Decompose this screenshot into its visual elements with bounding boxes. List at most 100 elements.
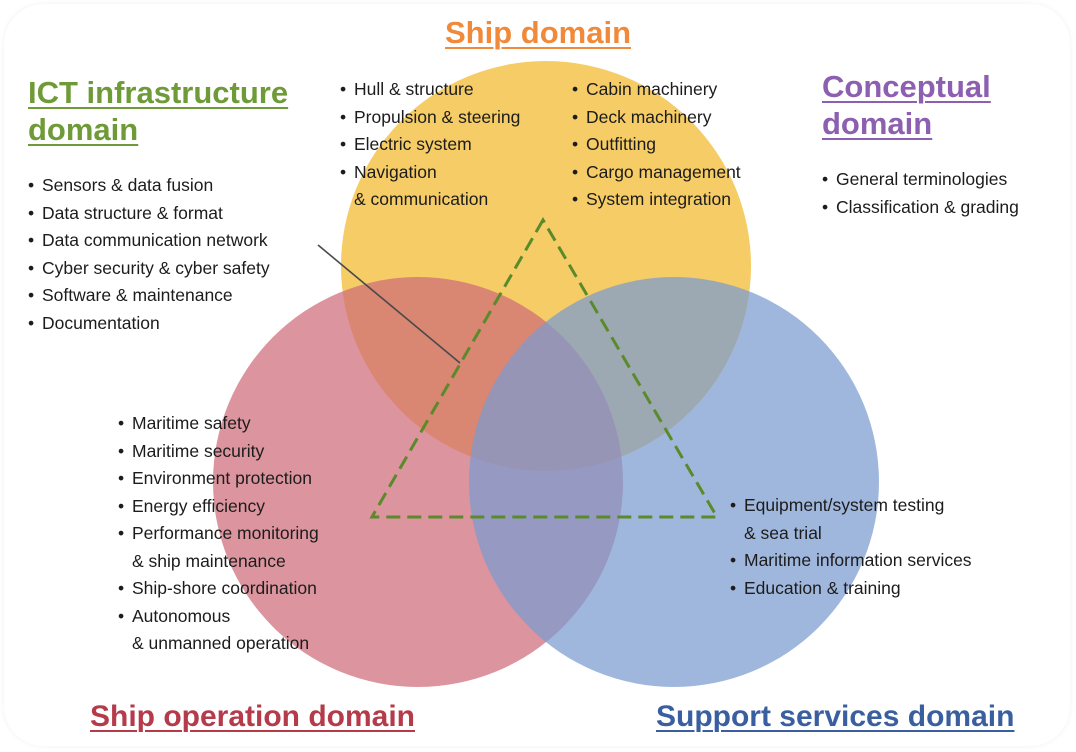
support-services-domain-title: Support services domain	[656, 700, 1015, 733]
ship-domain-title: Ship domain	[445, 15, 631, 50]
bullet-icon: •	[822, 196, 829, 217]
bullet-icon: •	[28, 312, 35, 333]
ict-domain-title-line1: ICT infrastructure	[28, 75, 289, 110]
support-services-domain-circle	[469, 277, 879, 687]
list-item-text: Environment protection	[132, 468, 312, 488]
list-item-text: Cabin machinery	[586, 79, 718, 99]
list-item: •Hull & structure	[340, 76, 520, 104]
ship-domain-items-left: •Hull & structure•Propulsion & steering•…	[340, 76, 520, 214]
bullet-icon: •	[28, 202, 35, 223]
list-item: • Environment protection	[118, 465, 319, 493]
list-item: • Equipment/system testing & sea trial	[730, 492, 972, 547]
bullet-icon: •	[118, 440, 125, 461]
list-item: • Maritime security	[118, 438, 319, 466]
bullet-icon: •	[730, 495, 737, 515]
list-item-text: Equipment/system testing	[744, 495, 945, 515]
list-item-text: Electric system	[354, 134, 472, 154]
list-item-text: Outfitting	[586, 134, 657, 154]
bullet-icon: •	[118, 578, 125, 598]
list-item-text: Cargo management	[586, 161, 741, 182]
list-item: • General terminologies	[822, 166, 1019, 194]
bullet-icon: •	[118, 468, 125, 488]
ship-domain-items-right: • Cabin machinery • Deck machinery • Outfitti…	[572, 76, 741, 214]
list-item-text: Autonomous	[132, 605, 231, 626]
bullet-icon: •	[340, 161, 347, 182]
list-item: • Classification & grading	[822, 194, 1019, 222]
support-domain-items: • Equipment/system testing & sea trial • Mar…	[730, 492, 972, 602]
list-item: • Deck machinery	[572, 104, 741, 132]
list-item-text-continuation: & sea trial	[744, 522, 822, 543]
ict-domain-items-block: •Sensors & data fusion•Data structure & …	[28, 172, 270, 337]
list-item-text: Navigation	[354, 161, 437, 182]
list-item: • Cabin machinery	[572, 76, 741, 104]
bullet-icon: •	[340, 106, 347, 127]
list-item-text: Classification & grading	[836, 196, 1019, 217]
list-item: • Autonomous & unmanned operation	[118, 603, 319, 658]
bullet-icon: •	[572, 189, 579, 209]
list-item-text: Energy efficiency	[132, 495, 265, 516]
list-item: • System integration	[572, 186, 741, 214]
list-item-text: Data structure & format	[42, 202, 223, 223]
list-item: • Ship-shore coordination	[118, 575, 319, 603]
list-item: • Cyber security & cyber safety	[28, 255, 270, 283]
conceptual-domain-items-block: • General terminologies • Classification & …	[822, 166, 1019, 221]
ship-operation-domain-title: Ship operation domain	[90, 700, 416, 733]
list-item-text: Ship-shore coordination	[132, 578, 317, 598]
list-item-text: Maritime information services	[744, 550, 972, 570]
operation-domain-items: •Maritime safety•Maritime security•Envir…	[118, 410, 319, 658]
bullet-icon: •	[118, 523, 125, 543]
list-item-text: Maritime security	[132, 440, 265, 461]
list-item: • Outfitting	[572, 131, 741, 159]
list-item: • Data structure & format	[28, 200, 270, 228]
bullet-icon: •	[118, 605, 125, 626]
bullet-icon: •	[572, 161, 579, 182]
list-item-text-continuation: & communication	[354, 189, 489, 209]
list-item-text-continuation: & ship maintenance	[132, 550, 286, 571]
list-item-text: Cyber security & cyber safety	[42, 257, 270, 278]
list-item: • Documentation	[28, 310, 270, 338]
ict-domain-title-line2: domain	[28, 112, 139, 148]
list-item-text: Performance monitoring	[132, 523, 319, 543]
list-item-text: Data communication network	[42, 230, 268, 250]
conceptual-domain-title-line1: Conceptual	[822, 69, 991, 104]
conceptual-domain-title-line2: domain	[822, 106, 933, 142]
list-item-text: Education & training	[744, 577, 901, 598]
operation-domain-items-block: •Maritime safety•Maritime security•Envir…	[118, 410, 319, 658]
bullet-icon: •	[730, 550, 737, 570]
bullet-icon: •	[572, 134, 579, 154]
list-item-text-continuation: & unmanned operation	[132, 633, 310, 653]
list-item: • Maritime information services	[730, 547, 972, 575]
list-item-text: Deck machinery	[586, 106, 712, 127]
bullet-icon: •	[118, 495, 125, 516]
ship-domain-items-right-block: • Cabin machinery • Deck machinery • Outfitti…	[572, 76, 741, 214]
bullet-icon: •	[572, 106, 579, 127]
list-item-text: System integration	[586, 189, 731, 209]
support-domain-items-block: • Equipment/system testing & sea trial • Mar…	[730, 492, 972, 602]
list-item: • Navigation & communication	[340, 159, 520, 214]
bullet-icon: •	[28, 257, 35, 278]
list-item: •Electric system	[340, 131, 520, 159]
list-item: •Sensors & data fusion	[28, 172, 270, 200]
list-item: •Maritime safety	[118, 410, 319, 438]
bullet-icon: •	[822, 169, 829, 189]
integration-triangle	[369, 217, 720, 519]
bullet-icon: •	[572, 79, 579, 99]
bullet-icon: •	[118, 413, 125, 433]
list-item: •Software & maintenance	[28, 282, 270, 310]
list-item-text: General terminologies	[836, 169, 1008, 189]
list-item: • Energy efficiency	[118, 493, 319, 521]
list-item: • Education & training	[730, 575, 972, 603]
ict-domain-items: •Sensors & data fusion•Data structure & …	[28, 172, 270, 337]
list-item-text: Documentation	[42, 312, 160, 333]
bullet-icon: •	[28, 285, 35, 305]
bullet-icon: •	[28, 230, 35, 250]
list-item-text: Sensors & data fusion	[42, 175, 214, 195]
ict-domain-title: ICT infrastructure domain	[28, 74, 288, 148]
conceptual-domain-items: • General terminologies • Classification & …	[822, 166, 1019, 221]
list-item: • Performance monitoring & ship maintenanc…	[118, 520, 319, 575]
list-item: • Propulsion & steering	[340, 104, 520, 132]
list-item-text: Hull & structure	[354, 79, 474, 99]
list-item-text: Propulsion & steering	[354, 106, 521, 127]
bullet-icon: •	[730, 577, 737, 598]
